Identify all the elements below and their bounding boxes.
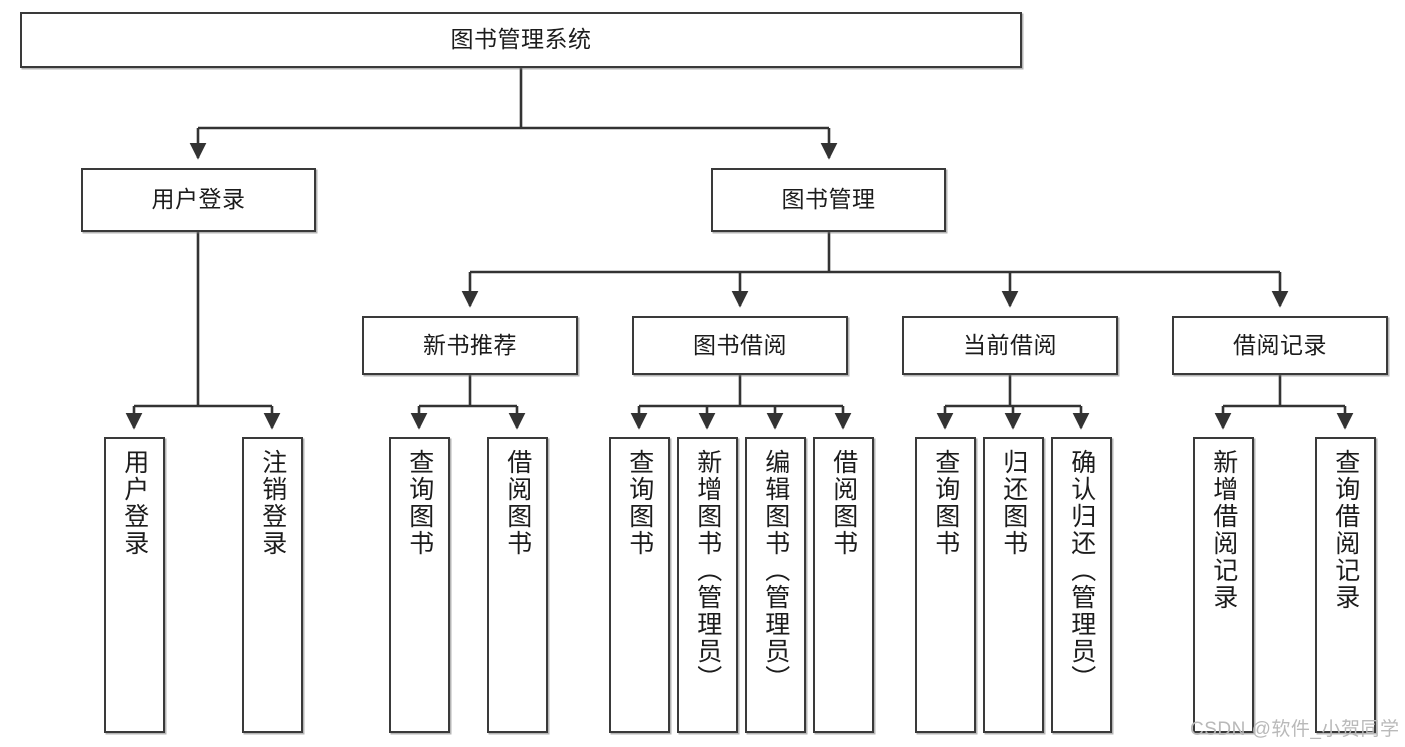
- node-leaf-edit-book[interactable]: 编辑图书（管理员）: [745, 437, 806, 733]
- node-book-borrow[interactable]: 图书借阅: [632, 316, 848, 375]
- node-label: 新书推荐: [423, 331, 517, 358]
- node-leaf-borrow-book-recommend[interactable]: 借阅图书: [487, 437, 548, 733]
- node-label: 编辑图书（管理员）: [761, 449, 790, 692]
- node-label: 新增借阅记录: [1209, 449, 1238, 611]
- node-leaf-logout-login[interactable]: 注销登录: [242, 437, 303, 733]
- node-leaf-return-book[interactable]: 归还图书: [983, 437, 1044, 733]
- node-leaf-add-book[interactable]: 新增图书（管理员）: [677, 437, 738, 733]
- node-label: 新增图书（管理员）: [693, 449, 722, 692]
- node-label: 用户登录: [120, 449, 149, 557]
- node-leaf-query-book-borrow[interactable]: 查询图书: [609, 437, 670, 733]
- node-label: 确认归还（管理员）: [1067, 449, 1096, 692]
- node-user-login[interactable]: 用户登录: [81, 168, 316, 232]
- node-leaf-query-book-recommend[interactable]: 查询图书: [389, 437, 450, 733]
- node-label: 图书借阅: [693, 331, 787, 358]
- node-root-book-management-system[interactable]: 图书管理系统: [20, 12, 1022, 68]
- node-leaf-query-borrow-record[interactable]: 查询借阅记录: [1315, 437, 1376, 733]
- node-label: 查询图书: [405, 449, 434, 557]
- node-label: 查询借阅记录: [1331, 449, 1360, 611]
- node-label: 借阅记录: [1233, 331, 1327, 358]
- node-label: 归还图书: [999, 449, 1028, 557]
- node-leaf-query-book-current[interactable]: 查询图书: [915, 437, 976, 733]
- node-new-book-recommend[interactable]: 新书推荐: [362, 316, 578, 375]
- node-leaf-add-borrow-record[interactable]: 新增借阅记录: [1193, 437, 1254, 733]
- node-book-manage[interactable]: 图书管理: [711, 168, 946, 232]
- node-current-borrow[interactable]: 当前借阅: [902, 316, 1118, 375]
- node-label: 注销登录: [258, 449, 287, 557]
- node-borrow-record[interactable]: 借阅记录: [1172, 316, 1388, 375]
- node-label: 当前借阅: [963, 331, 1057, 358]
- node-label: 图书管理系统: [450, 26, 592, 53]
- node-leaf-user-login[interactable]: 用户登录: [104, 437, 165, 733]
- node-leaf-borrow-book[interactable]: 借阅图书: [813, 437, 874, 733]
- node-leaf-confirm-return[interactable]: 确认归还（管理员）: [1051, 437, 1112, 733]
- node-label: 查询图书: [625, 449, 654, 557]
- node-label: 用户登录: [151, 186, 246, 213]
- node-label: 借阅图书: [829, 449, 858, 557]
- node-label: 查询图书: [931, 449, 960, 557]
- node-label: 借阅图书: [503, 449, 532, 557]
- node-label: 图书管理: [781, 186, 876, 213]
- watermark: CSDN @软件_小贺同学: [1190, 719, 1400, 740]
